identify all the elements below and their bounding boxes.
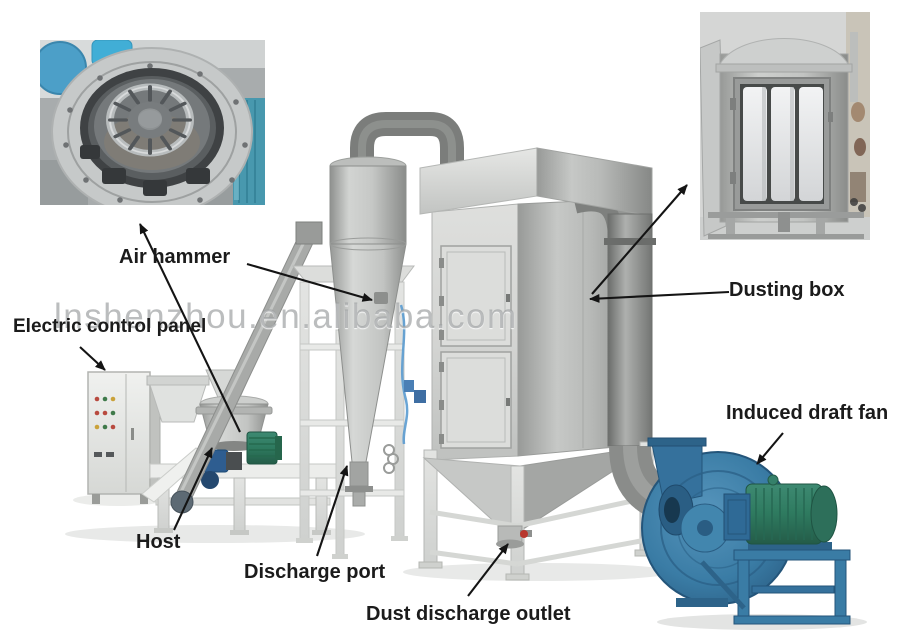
air-hammer-device — [374, 292, 388, 304]
classifier-wheel — [106, 83, 194, 157]
solenoid-valve — [404, 380, 414, 392]
mill-motor — [246, 431, 278, 465]
watermark: lnshenzhou.en.alibaba.com — [54, 297, 518, 336]
label-induced-draft-fan: Induced draft fan — [726, 402, 889, 424]
induced-draft-fan-assembly — [641, 437, 851, 625]
label-host: Host — [136, 531, 181, 553]
label-electric-control-panel: Electric control panel — [13, 316, 207, 337]
air-hose — [399, 304, 409, 445]
valve-handle — [520, 530, 528, 538]
filter-cartridges-photo — [700, 12, 870, 240]
label-dust-discharge-outlet: Dust discharge outlet — [366, 603, 571, 625]
discharge-port-part — [349, 461, 369, 487]
conveyor-motor — [170, 490, 194, 514]
feed-hopper — [146, 375, 210, 386]
label-discharge-port: Discharge port — [244, 561, 386, 583]
mounting-lugs — [80, 145, 210, 196]
mill-interior-photo — [40, 40, 265, 205]
door-handle — [131, 428, 134, 440]
flange-bolts — [63, 63, 248, 203]
access-doors — [439, 245, 512, 449]
label-dusting-box: Dusting box — [729, 279, 845, 301]
electric-control-panel — [87, 371, 161, 504]
suction-pipe — [607, 213, 653, 447]
fan-stand — [733, 549, 851, 625]
indicator-lights — [94, 396, 116, 457]
filter-bags — [743, 87, 823, 201]
label-air-hammer: Air hammer — [119, 246, 231, 268]
